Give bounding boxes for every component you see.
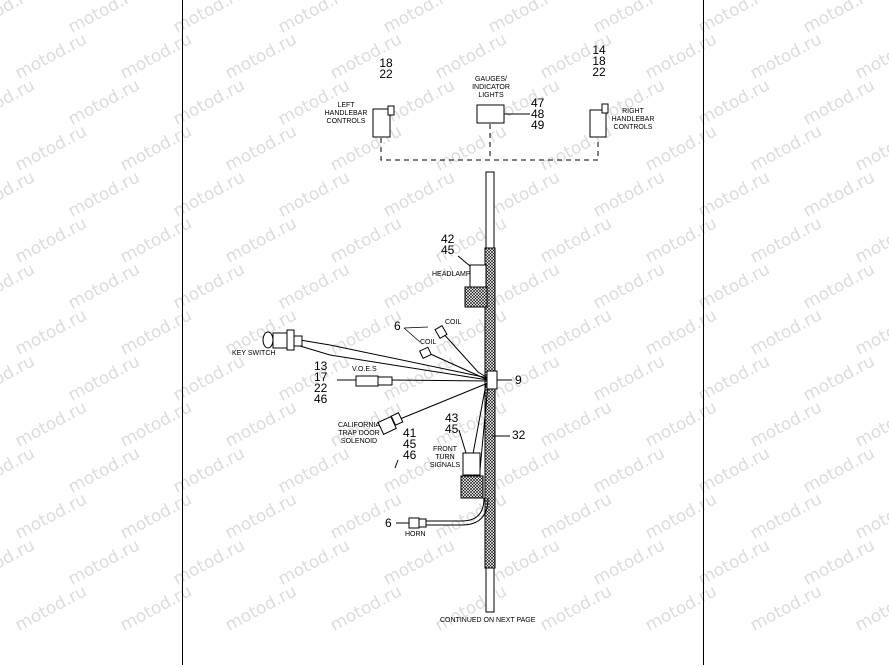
callout-number: 18 — [592, 54, 606, 68]
label-line: RIGHT — [622, 108, 644, 115]
diagram-frame — [182, 0, 704, 665]
callout-number: 47 — [531, 96, 545, 110]
gauges-box — [476, 104, 505, 124]
horn-label: HORN — [405, 531, 426, 538]
callout-number: 42 — [441, 232, 455, 246]
right-handlebar-control — [589, 103, 609, 138]
callout-number: 13 — [314, 359, 328, 373]
solenoid-label: CALIFORNIA TRAP DOOR SOLENOID — [334, 422, 384, 446]
turn-signals-label: FRONT TURN SIGNALS — [428, 446, 462, 470]
left-controls-label: LEFT HANDLEBAR CONTROLS — [318, 102, 374, 126]
solenoid-callout: 41 45 46 — [403, 426, 417, 462]
callout-number: 17 — [314, 370, 328, 384]
label-line: LIGHTS — [478, 92, 504, 99]
callout-number: 22 — [592, 65, 606, 79]
voes-callout: 13 17 22 46 — [314, 359, 328, 406]
left-handlebar-control — [372, 105, 395, 138]
callout-number: 45 — [445, 422, 459, 436]
turn-signals-callout: 43 45 — [445, 411, 459, 436]
callout-number: 48 — [531, 107, 545, 121]
label-line: TURN — [435, 454, 455, 461]
callout-number: 45 — [403, 437, 417, 451]
label-line: INDICATOR — [472, 84, 510, 91]
label-line: SOLENOID — [340, 438, 378, 445]
main-connector-callout: 9 — [515, 373, 522, 387]
callout-number: 41 — [403, 426, 417, 440]
label-line: CONTROLS — [326, 118, 366, 125]
voes-connector — [337, 375, 393, 387]
callout-number: 14 — [592, 43, 606, 57]
key-switch-label: KEY SWITCH — [232, 350, 276, 357]
headlamp-label: HEADLAMP — [432, 271, 471, 278]
label-line: CALIFORNIA — [337, 422, 380, 429]
label-line: FRONT — [432, 446, 458, 453]
callout-number: 46 — [314, 392, 328, 406]
coil-top-label: COIL — [445, 319, 462, 326]
callout-number: 46 — [403, 448, 417, 462]
label-line: HANDLEBAR — [324, 110, 368, 117]
coil-bottom-label: COIL — [420, 339, 437, 346]
label-line: SIGNALS — [429, 462, 461, 469]
right-controls-callout: 14 18 22 — [589, 43, 609, 79]
label-line: CONTROLS — [613, 124, 653, 131]
horn-connector — [396, 497, 489, 529]
label-line: GAUGES/ — [475, 76, 507, 83]
label-line: LEFT — [337, 102, 355, 109]
turn-signal-connector — [458, 429, 484, 499]
right-controls-label: RIGHT HANDLEBAR CONTROLS — [606, 108, 660, 132]
callout-number: 22 — [314, 381, 328, 395]
headlamp-callout: 42 45 — [441, 232, 455, 257]
callout-number: 43 — [445, 411, 459, 425]
horn-callout: 6 — [385, 516, 392, 530]
harness-callout: 32 — [512, 428, 526, 442]
gauges-callout: 47 48 49 — [531, 96, 545, 132]
label-line: HANDLEBAR — [611, 116, 655, 123]
coil-connectors — [419, 324, 448, 359]
gauges-label: GAUGES/ INDICATOR LIGHTS — [464, 76, 518, 100]
wire-branches — [299, 330, 489, 471]
coil-callout: 6 — [394, 319, 401, 333]
key-switch — [262, 329, 303, 351]
left-controls-callout: 18 22 — [376, 56, 396, 81]
callout-number: 45 — [441, 243, 455, 257]
label-line: TRAP DOOR — [338, 430, 380, 437]
main-harness — [484, 171, 496, 613]
dashed-connection-lines — [380, 124, 599, 161]
main-connector — [486, 370, 512, 390]
continued-label: CONTINUED ON NEXT PAGE — [440, 617, 536, 624]
headlamp-connector — [457, 255, 488, 308]
coil-leaders — [403, 326, 429, 343]
callout-number: 49 — [531, 118, 545, 132]
solenoid-connector — [377, 412, 404, 435]
voes-label: V.O.E.S — [352, 366, 377, 373]
callout-number: 18 — [379, 56, 393, 70]
callout-number: 22 — [379, 67, 393, 81]
